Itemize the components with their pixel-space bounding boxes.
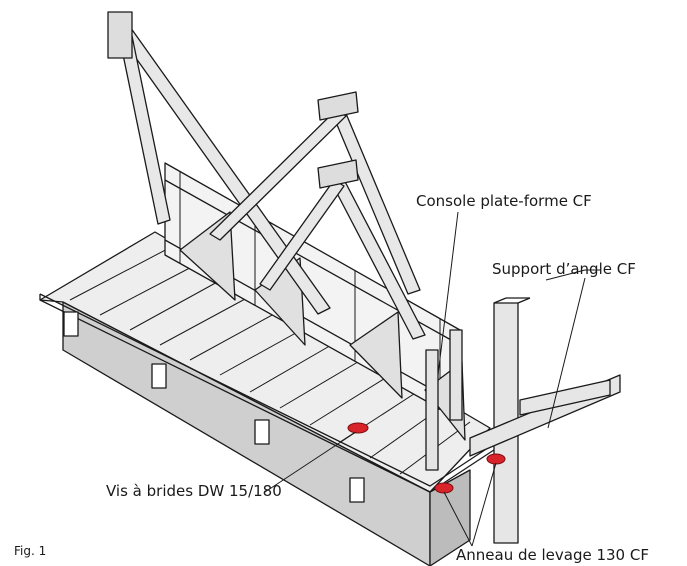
label-support-angle: Support d’angle CF — [492, 260, 636, 278]
console-posts — [425, 329, 463, 471]
formwork-clamps — [63, 311, 365, 503]
figure-number: Fig. 1 — [14, 544, 47, 558]
label-anneau-de-levage: Anneau de levage 130 CF — [456, 546, 649, 564]
corner-support — [469, 297, 621, 544]
push-pull-props — [115, 23, 426, 340]
label-console-plate-forme: Console plate-forme CF — [416, 192, 592, 210]
leader-lines — [264, 211, 600, 547]
deck-front-rail — [39, 293, 501, 487]
formwork-panel-side — [429, 469, 471, 566]
platform-deck — [39, 231, 491, 493]
prop-head-plates — [107, 11, 359, 189]
label-vis-a-brides: Vis à brides DW 15/180 — [106, 482, 282, 500]
red-components — [347, 422, 506, 494]
